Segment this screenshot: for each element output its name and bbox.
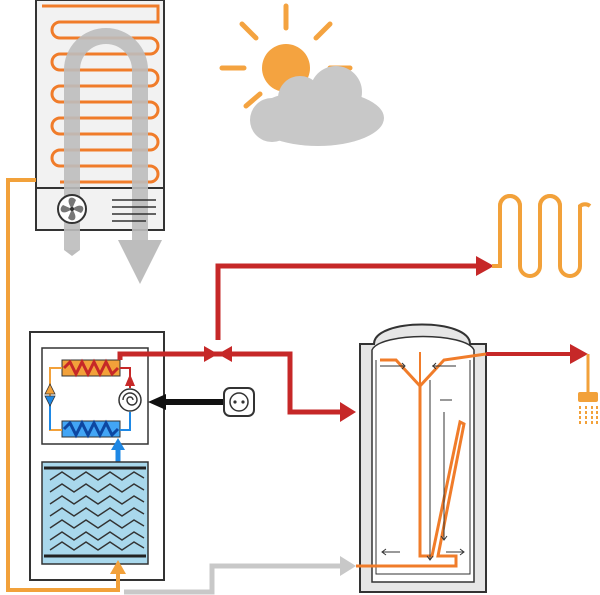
heat-pump-unit — [29, 331, 165, 581]
vent-grille — [112, 199, 156, 222]
expansion-valve-icon — [44, 395, 56, 407]
compressor-icon — [118, 388, 142, 412]
floor-heating-coil — [215, 194, 592, 340]
outdoor-supply-pipe — [6, 178, 120, 592]
evaporator — [61, 419, 121, 439]
cloud-icon — [250, 66, 384, 146]
power-socket-icon — [223, 387, 255, 417]
fan-icon — [57, 194, 87, 224]
tank-internal-coil — [356, 352, 487, 568]
storage-tank — [356, 323, 487, 593]
airflow-arrow — [64, 28, 148, 250]
shower-head-icon — [578, 392, 598, 424]
condenser — [61, 358, 121, 378]
hot-supply-pipe — [117, 351, 344, 415]
return-pipe — [124, 563, 344, 595]
outdoor-coil — [42, 4, 160, 184]
outdoor-unit — [35, 0, 165, 284]
ground-collector — [41, 461, 149, 565]
diverter-valve — [204, 346, 232, 362]
radiator-coil — [492, 194, 592, 278]
